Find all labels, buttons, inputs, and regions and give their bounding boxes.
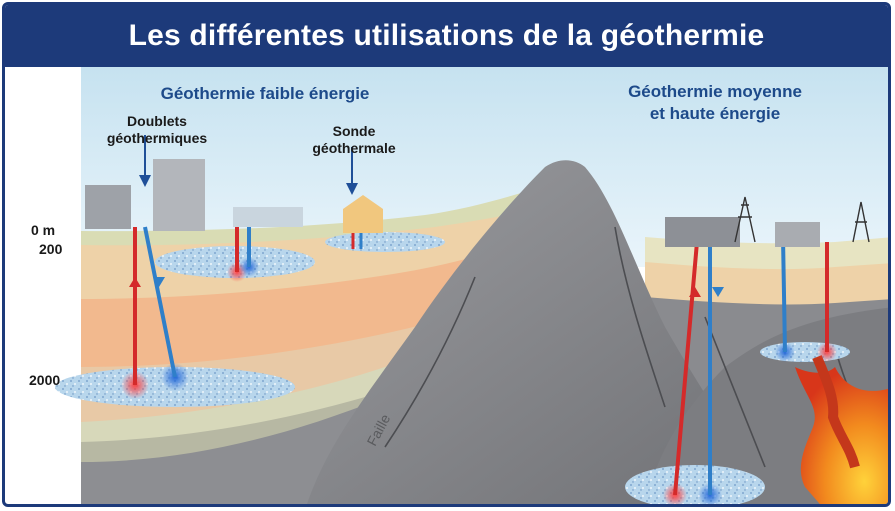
diagram-title: Les différentes utilisations de la géoth… bbox=[129, 19, 765, 53]
doublets-callout: Doublets géothermiques bbox=[97, 113, 217, 147]
sonde-line2: géothermale bbox=[299, 140, 409, 157]
mid-high-energy-line1: Géothermie moyenne bbox=[605, 81, 825, 103]
sonde-callout: Sonde géothermale bbox=[299, 123, 409, 157]
depth-tick-200: 200 bbox=[39, 241, 62, 257]
doublets-line1: Doublets bbox=[97, 113, 217, 130]
title-bar: Les différentes utilisations de la géoth… bbox=[5, 5, 888, 67]
depth-tick-0m: 0 m bbox=[31, 222, 55, 238]
sonde-line1: Sonde bbox=[299, 123, 409, 140]
low-energy-heading: Géothermie faible énergie bbox=[125, 83, 405, 105]
mid-high-energy-line2: et haute énergie bbox=[605, 103, 825, 125]
doublets-line2: géothermiques bbox=[97, 130, 217, 147]
depth-tick-2000: 2000 bbox=[29, 372, 60, 388]
mid-high-energy-heading: Géothermie moyenne et haute énergie bbox=[605, 81, 825, 125]
